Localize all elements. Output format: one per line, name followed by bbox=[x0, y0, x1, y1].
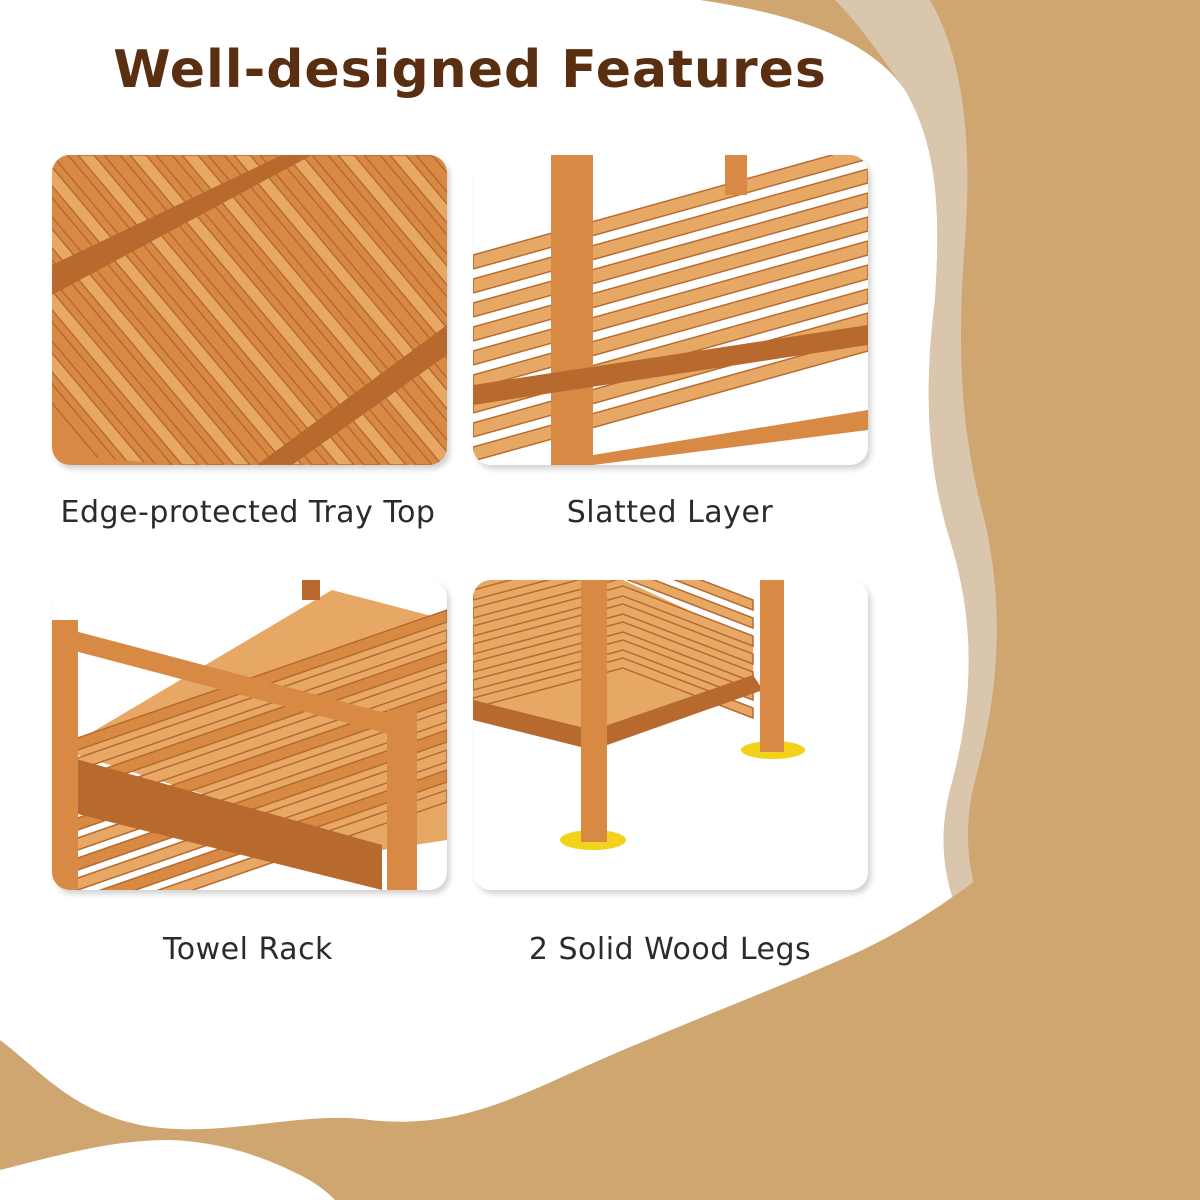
wood-slat bbox=[363, 155, 447, 256]
caption-tray-top: Edge-protected Tray Top bbox=[60, 495, 436, 530]
towel-rack-image bbox=[52, 580, 447, 890]
wood-slat bbox=[473, 585, 754, 648]
wood-slat bbox=[473, 639, 754, 702]
tray-top-image bbox=[52, 155, 447, 465]
page-title: Well-designed Features bbox=[113, 40, 827, 100]
caption-towel-rack: Towel Rack bbox=[163, 932, 333, 967]
feature-card-towel-rack bbox=[52, 580, 447, 890]
wood-slat bbox=[52, 227, 251, 465]
feature-card-tray-top bbox=[52, 155, 447, 465]
tan-wave-bottom bbox=[0, 800, 1200, 1200]
wood-slat bbox=[52, 382, 121, 465]
caption-slatted-layer: Slatted Layer bbox=[566, 495, 774, 530]
slatted-layer-image bbox=[473, 155, 868, 465]
wood-slat bbox=[52, 258, 225, 465]
beige-band bbox=[835, 0, 1054, 1200]
wood-slat bbox=[415, 155, 447, 194]
wood-slat bbox=[473, 580, 754, 630]
wood-slat bbox=[207, 155, 447, 442]
wood-slat bbox=[473, 657, 754, 720]
wood-slat bbox=[285, 155, 447, 349]
wood-legs-image bbox=[473, 580, 868, 890]
wood-slat bbox=[311, 155, 447, 318]
white-wave-notch bbox=[0, 1140, 335, 1200]
feature-card-slatted-layer bbox=[473, 155, 868, 465]
wood-slat bbox=[473, 580, 754, 612]
wood-slat bbox=[389, 155, 447, 225]
feature-card-wood-legs bbox=[473, 580, 868, 890]
wood-slat bbox=[473, 603, 754, 666]
caption-wood-legs: 2 Solid Wood Legs bbox=[528, 932, 812, 967]
wood-slat bbox=[337, 155, 447, 287]
wood-slat bbox=[52, 351, 147, 465]
wood-slat bbox=[52, 289, 199, 465]
wood-slat bbox=[103, 155, 381, 465]
wood-slat bbox=[52, 320, 173, 465]
wood-slat bbox=[129, 155, 407, 465]
